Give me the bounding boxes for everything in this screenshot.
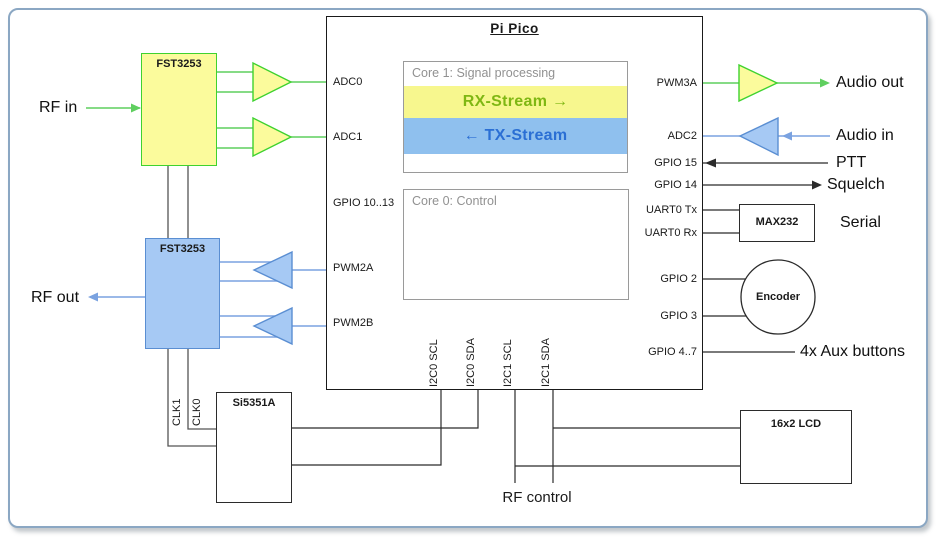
pin-gpio14: GPIO 14	[654, 179, 697, 191]
wire-label-clk1: CLK1	[171, 398, 183, 426]
pin-pwm2a: PWM2A	[333, 262, 374, 274]
rx-amp1-triangle	[252, 61, 293, 103]
tx-amp2-triangle	[252, 306, 293, 346]
core1-title: Core 1: Signal processing	[412, 66, 556, 80]
label-audio-out: Audio out	[836, 74, 904, 91]
pin-adc1: ADC1	[333, 131, 363, 143]
rf-out-arrowhead	[88, 292, 98, 302]
rx-stream-band: RX-Stream →	[404, 86, 627, 118]
label-squelch: Squelch	[827, 176, 885, 193]
label-rf-out: RF out	[31, 289, 80, 306]
pin-i2c0-scl: I2C0 SCL	[428, 339, 440, 387]
tx-amp1-triangle	[252, 250, 293, 290]
label-serial: Serial	[840, 214, 881, 231]
ptt-arrowhead	[705, 158, 716, 168]
pin-pwm2b: PWM2B	[333, 317, 374, 329]
rx-amp2-triangle	[252, 116, 293, 158]
rf-in-arrowhead	[131, 103, 141, 113]
squelch-arrowhead	[812, 180, 822, 190]
lcd-label: 16x2 LCD	[770, 418, 822, 430]
pin-gpio3: GPIO 3	[660, 310, 697, 322]
i2c-wires	[292, 390, 740, 483]
encoder-circle	[740, 259, 816, 335]
core0-box: Core 0: Control	[403, 189, 629, 300]
pin-adc2: ADC2	[667, 130, 697, 142]
pin-uart0-tx: UART0 Tx	[646, 204, 697, 216]
wire-label-clk0: CLK0	[191, 398, 203, 426]
fst3253-rx-box: FST3253	[141, 53, 217, 166]
encoder-label: Encoder	[755, 291, 800, 303]
audio-out-amp-triangle	[738, 63, 779, 103]
fst3253-tx-label: FST3253	[159, 243, 206, 255]
pin-uart0-rx: UART0 Rx	[644, 227, 697, 239]
pi-pico-title: Pi Pico	[490, 21, 539, 36]
core0-title: Core 0: Control	[412, 194, 497, 208]
fst3253-rx-label: FST3253	[156, 58, 202, 70]
si5351a-label: Si5351A	[232, 397, 276, 409]
label-rf-in: RF in	[39, 99, 78, 116]
label-audio-in: Audio in	[836, 127, 894, 144]
label-rf-control: RF control	[502, 489, 572, 506]
pin-i2c1-scl: I2C1 SCL	[502, 339, 514, 387]
pin-pwm3a: PWM3A	[656, 77, 697, 89]
pin-gpio4-7: GPIO 4..7	[648, 346, 697, 358]
audio-in-amp-triangle	[738, 116, 779, 157]
pin-gpio10-13: GPIO 10..13	[333, 197, 395, 209]
fst3253-tx-box: FST3253	[145, 238, 220, 349]
max232-label: MAX232	[755, 216, 799, 228]
pin-i2c1-sda: I2C1 SDA	[540, 338, 552, 387]
pin-gpio2: GPIO 2	[660, 273, 697, 285]
core1-box: Core 1: Signal processing RX-Stream → ← …	[403, 61, 628, 173]
lcd-box: 16x2 LCD	[740, 410, 852, 484]
tx-stream-band: ← TX-Stream	[404, 118, 627, 154]
pin-i2c0-sda: I2C0 SDA	[465, 338, 477, 387]
pin-adc0: ADC0	[333, 76, 363, 88]
rx-wires	[86, 71, 826, 149]
si5351a-box: Si5351A	[216, 392, 292, 503]
audio-out-arrowhead	[820, 78, 830, 88]
audio-in-arrowhead	[782, 131, 792, 141]
max232-box: MAX232	[739, 204, 815, 242]
label-ptt: PTT	[836, 154, 867, 171]
pin-gpio15: GPIO 15	[654, 157, 697, 169]
clk-wires	[167, 166, 216, 447]
label-aux-buttons: 4x Aux buttons	[800, 343, 905, 360]
